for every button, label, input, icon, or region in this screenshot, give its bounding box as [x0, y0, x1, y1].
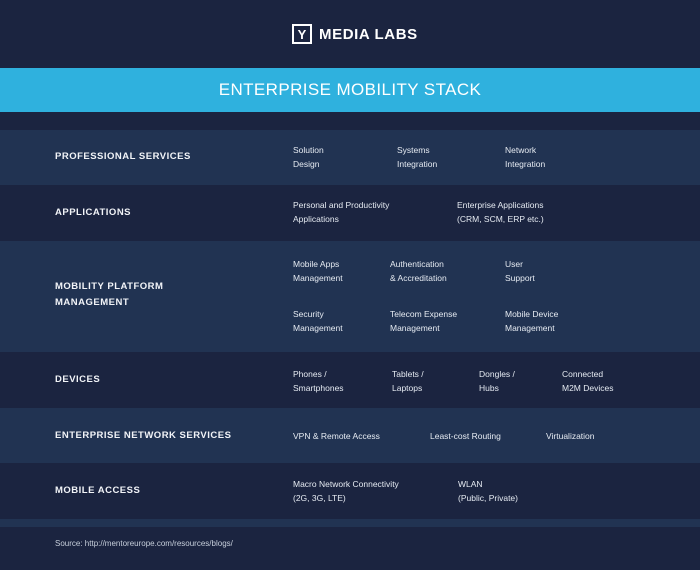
row-item: User Support [505, 259, 535, 283]
row-label: MOBILITY PLATFORM MANAGEMENT [55, 281, 164, 308]
row-enterprise-network-services: ENTERPRISE NETWORK SERVICES VPN & Remote… [0, 408, 700, 463]
row-item: Macro Network Connectivity (2G, 3G, LTE) [293, 479, 399, 503]
source-note: Source: http://mentoreurope.com/resource… [55, 539, 233, 548]
row-item: Phones / Smartphones [293, 369, 344, 393]
row-professional-services: PROFESSIONAL SERVICES Solution Design Sy… [0, 130, 700, 185]
row-label: MOBILE ACCESS [55, 485, 141, 496]
row-item: Solution Design [293, 145, 324, 169]
row-item: Tablets / Laptops [392, 369, 424, 393]
row-label: PROFESSIONAL SERVICES [55, 151, 191, 162]
header: Y MEDIA LABS [0, 0, 700, 68]
row-label: APPLICATIONS [55, 207, 132, 218]
row-item: Security Management [293, 309, 343, 333]
row-item: Personal and Productivity Applications [293, 200, 390, 224]
row-item: Least-cost Routing [430, 431, 501, 441]
row-item: Virtualization [546, 431, 595, 441]
row-applications: APPLICATIONS Personal and Productivity A… [0, 185, 700, 241]
row-item: Systems Integration [397, 145, 438, 169]
brand-name: MEDIA LABS [319, 25, 418, 43]
row-item: Authentication & Accreditation [390, 259, 447, 283]
row-item: Connected M2M Devices [562, 369, 614, 393]
row-item: WLAN (Public, Private) [458, 479, 518, 503]
row-item: Network Integration [505, 145, 546, 169]
row-item: Mobile Apps Management [293, 259, 343, 283]
row-item: Enterprise Applications (CRM, SCM, ERP e… [457, 200, 544, 224]
row-item: Mobile Device Management [505, 309, 559, 333]
row-spacer [0, 112, 700, 130]
row-spacer [0, 519, 700, 527]
row-item: Telecom Expense Management [390, 309, 458, 333]
logo-icon: Y [292, 24, 312, 44]
brand-logo: Y MEDIA LABS [292, 22, 418, 46]
row-label: DEVICES [55, 374, 101, 385]
page-title: ENTERPRISE MOBILITY STACK [0, 68, 700, 112]
row-item: Dongles / Hubs [479, 369, 515, 393]
row-mobility-platform-management: MOBILITY PLATFORM MANAGEMENT Mobile Apps… [0, 241, 700, 352]
row-label: ENTERPRISE NETWORK SERVICES [55, 430, 232, 441]
row-item: VPN & Remote Access [293, 431, 380, 441]
row-devices: DEVICES Phones / Smartphones Tablets / L… [0, 352, 700, 408]
row-mobile-access: MOBILE ACCESS Macro Network Connectivity… [0, 463, 700, 519]
